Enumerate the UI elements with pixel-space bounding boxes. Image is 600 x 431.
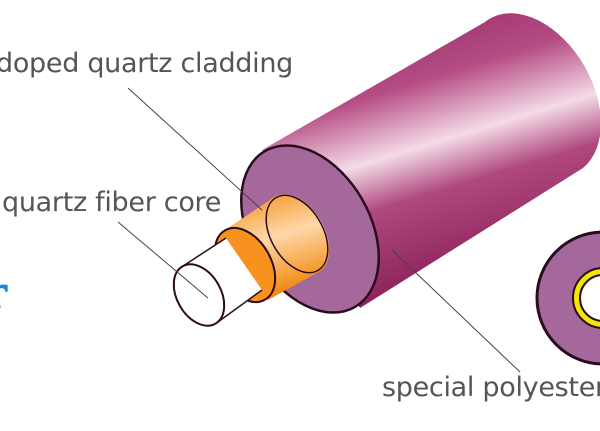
core-leader <box>117 221 209 299</box>
cladding-leader <box>127 87 263 211</box>
coating-label: special polyester <box>382 372 600 403</box>
cladding-label: doped quartz cladding <box>0 48 293 79</box>
partial-heading-letter: r <box>0 268 7 319</box>
fiber-core <box>172 237 263 327</box>
coating-leader <box>391 249 521 373</box>
core-label: quartz fiber core <box>2 187 222 218</box>
cross-section <box>535 230 600 366</box>
